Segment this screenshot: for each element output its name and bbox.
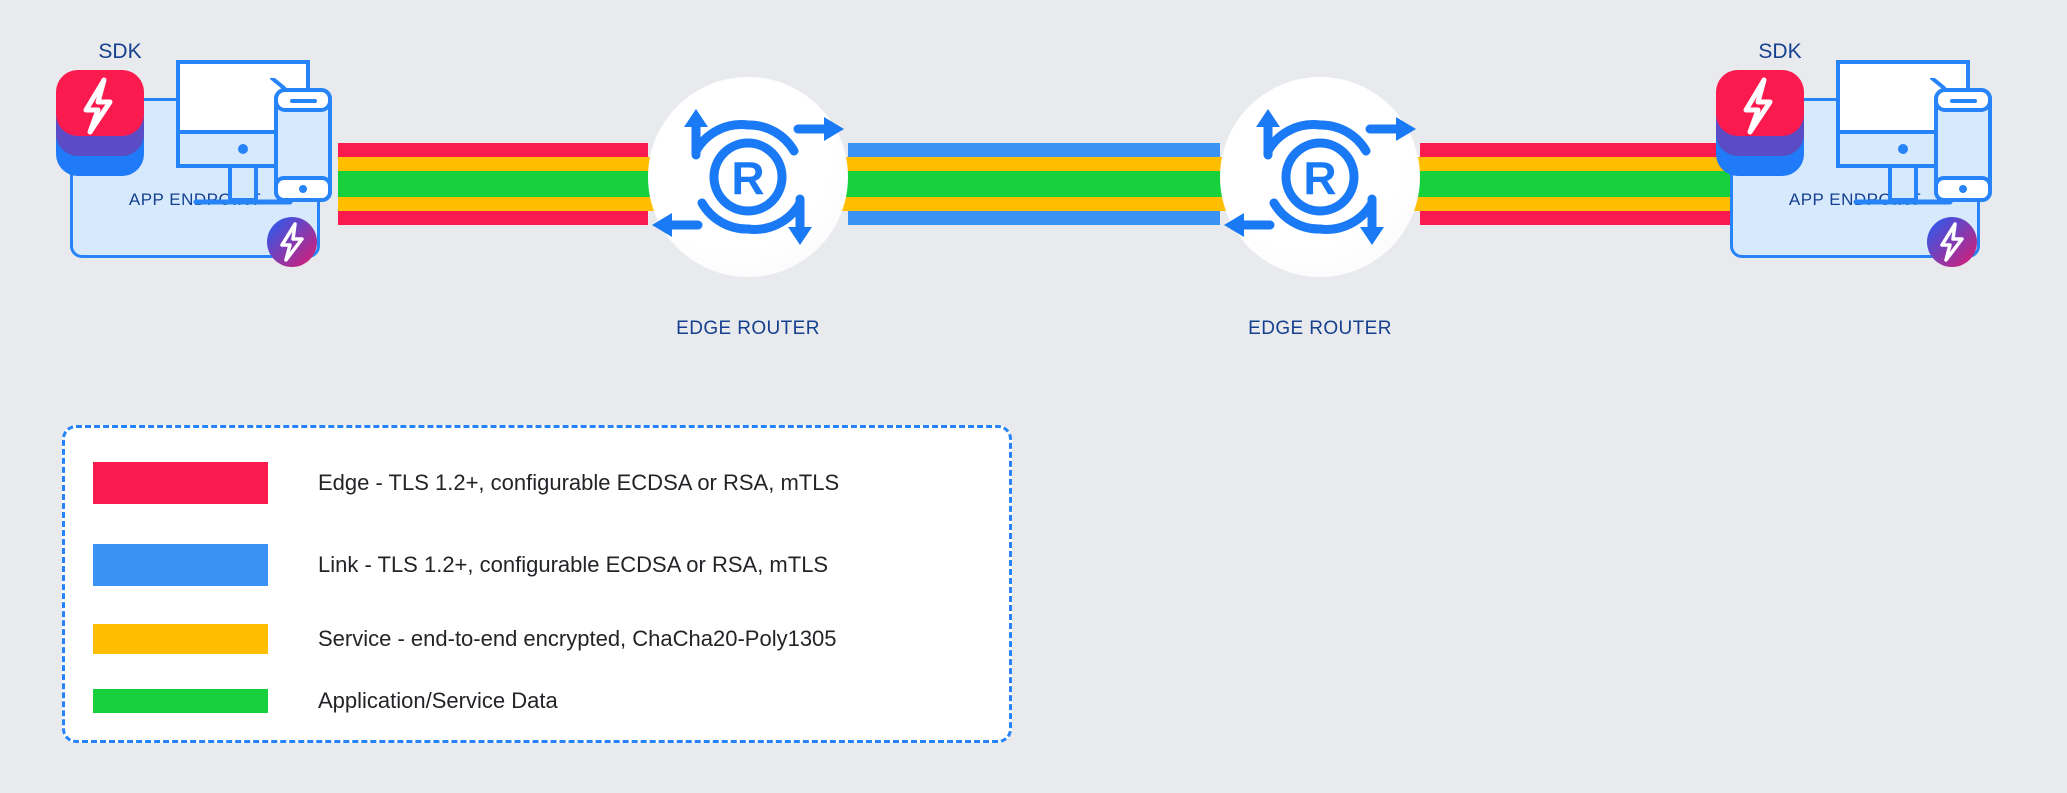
legend-swatch-service <box>93 624 268 654</box>
stripe-link-blue-bottom <box>848 211 1220 225</box>
left-app-endpoint[interactable]: APP ENDPOINT SDK <box>56 40 360 280</box>
stripe-service-orange-left-bottom <box>338 197 648 211</box>
ziti-bolt-badge-icon[interactable] <box>262 212 322 272</box>
stripe-edge-red-right-bottom <box>1420 211 1732 225</box>
sdk-stack-icon <box>1716 70 1804 176</box>
router-r-arrows-icon: R <box>1224 109 1416 245</box>
stripe-edge-red-right-top <box>1420 143 1732 157</box>
legend-row-edge: Edge - TLS 1.2+, configurable ECDSA or R… <box>93 460 839 506</box>
svg-text:R: R <box>1303 152 1336 204</box>
legend-swatch-appdata <box>93 689 268 713</box>
stripe-service-orange-mid-top <box>848 157 1220 171</box>
legend-label-appdata: Application/Service Data <box>318 688 558 713</box>
stripe-appdata-green-left <box>338 171 648 197</box>
left-sdk-label: SDK <box>98 40 142 63</box>
left-edge-router-label: EDGE ROUTER <box>676 318 820 339</box>
legend-swatch-link <box>93 544 268 586</box>
right-sdk-label: SDK <box>1758 40 1802 63</box>
right-edge-router[interactable]: R <box>1220 77 1420 277</box>
stripe-link-blue-top <box>848 143 1220 157</box>
stripe-service-orange-right-top <box>1420 157 1732 171</box>
legend-swatch-edge <box>93 462 268 504</box>
stripe-edge-red-left-top <box>338 143 648 157</box>
legend-row-link: Link - TLS 1.2+, configurable ECDSA or R… <box>93 542 828 588</box>
stripe-service-orange-right-bottom <box>1420 197 1732 211</box>
mobile-phone-icon <box>1930 78 1992 202</box>
legend-row-appdata: Application/Service Data <box>93 678 558 724</box>
stripe-appdata-green-mid <box>848 171 1220 197</box>
legend-row-service: Service - end-to-end encrypted, ChaCha20… <box>93 616 837 662</box>
legend-label-service: Service - end-to-end encrypted, ChaCha20… <box>318 626 837 651</box>
legend-label-edge: Edge - TLS 1.2+, configurable ECDSA or R… <box>318 470 840 495</box>
sdk-stack-icon <box>56 70 144 176</box>
stripe-service-orange-left-top <box>338 157 648 171</box>
ziti-bolt-badge-icon[interactable] <box>1922 212 1982 272</box>
legend-panel: Edge - TLS 1.2+, configurable ECDSA or R… <box>62 425 1012 743</box>
stripe-service-orange-mid-bottom <box>848 197 1220 211</box>
stripe-appdata-green-right <box>1420 171 1732 197</box>
mobile-phone-icon <box>270 78 332 202</box>
right-app-endpoint[interactable]: APP ENDPOINT SDK <box>1716 40 2020 280</box>
right-edge-router-label: EDGE ROUTER <box>1248 318 1392 339</box>
legend-label-link: Link - TLS 1.2+, configurable ECDSA or R… <box>318 552 829 577</box>
stripe-edge-red-left-bottom <box>338 211 648 225</box>
router-r-arrows-icon: R <box>652 109 844 245</box>
left-edge-router[interactable]: R <box>648 77 848 277</box>
svg-text:R: R <box>731 152 764 204</box>
